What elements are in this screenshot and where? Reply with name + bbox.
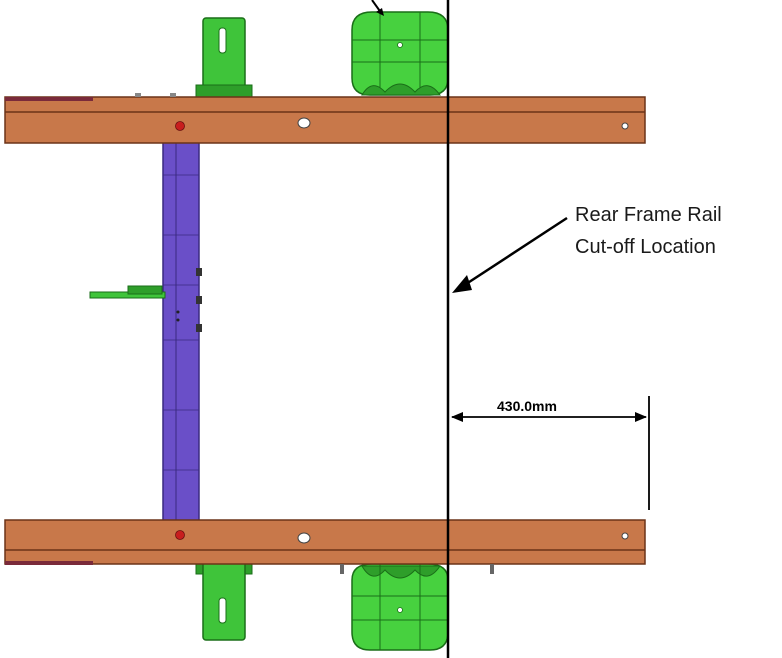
upper-air-spring — [351, 11, 449, 96]
lower-rail-hole — [297, 532, 311, 544]
cutoff-label-line1: Rear Frame Rail — [575, 204, 722, 226]
upper-rail-end-hole — [621, 122, 629, 130]
lower-rail-end-hole — [621, 532, 629, 540]
cutoff-callout-arrow — [452, 216, 568, 293]
dimension-label: 430.0mm — [497, 398, 557, 414]
lower-spring-hanger — [195, 559, 253, 641]
upper-rail-bolt-red — [175, 121, 185, 131]
lower-rail-bolt-red — [175, 530, 185, 540]
upper-frame-rail — [4, 93, 646, 144]
lower-air-spring — [351, 563, 449, 651]
cutoff-label-line2: Cut-off Location — [575, 236, 716, 258]
cross-member — [162, 139, 202, 523]
upper-spring-hanger — [195, 17, 253, 100]
upper-rail-hole — [297, 117, 311, 129]
side-bracket — [89, 285, 166, 299]
lower-frame-rail — [4, 519, 646, 574]
dimension-430mm — [451, 396, 650, 510]
